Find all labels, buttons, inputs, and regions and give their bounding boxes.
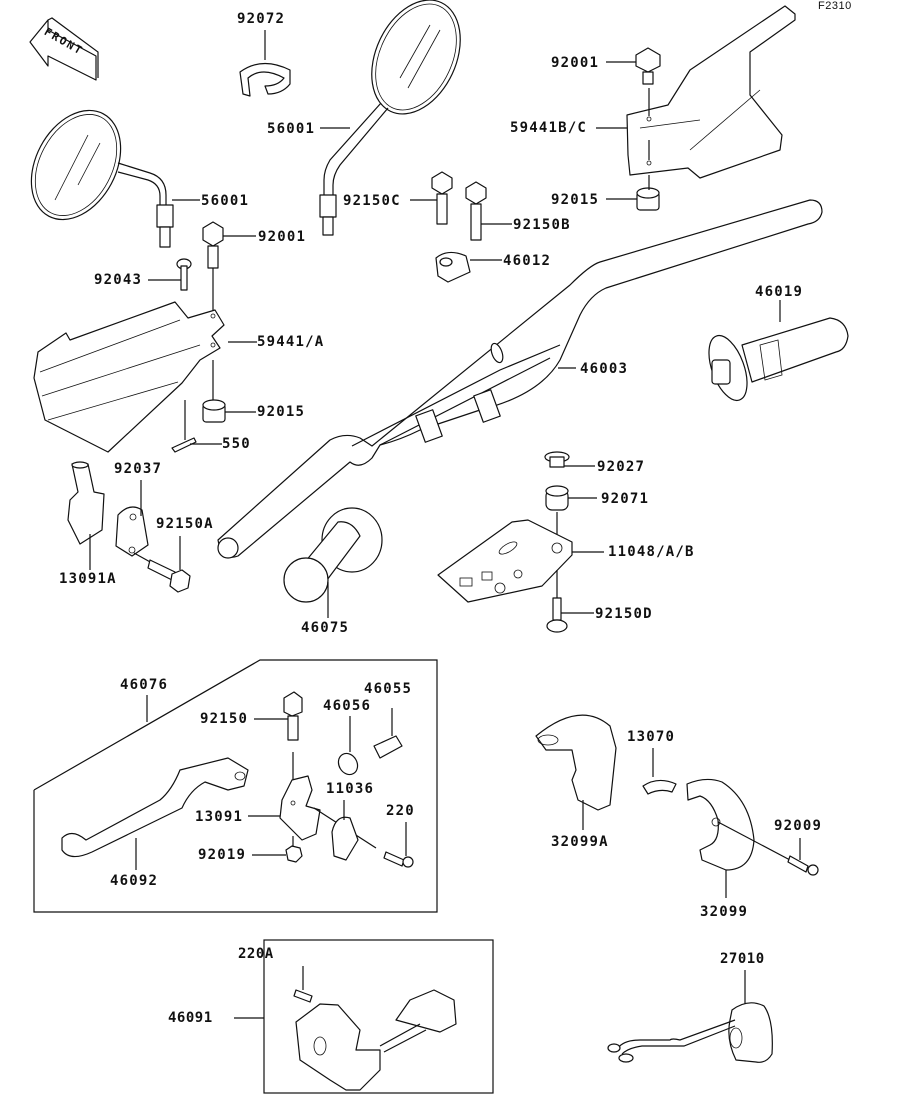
label-46056: 46056 xyxy=(323,698,372,714)
label-11048: 11048/A/B xyxy=(608,544,695,560)
label-56001-right: 56001 xyxy=(267,121,316,137)
part-11048-bracket xyxy=(437,519,604,603)
label-92001-left: 92001 xyxy=(258,229,307,245)
label-11036: 11036 xyxy=(326,781,375,797)
label-46091: 46091 xyxy=(168,1010,213,1026)
label-46003: 46003 xyxy=(580,361,629,377)
part-46055-adjuster-bolt xyxy=(373,708,403,759)
part-59441bc-handguard xyxy=(596,5,796,179)
part-46075-grip xyxy=(283,507,383,618)
label-13091: 13091 xyxy=(195,809,244,825)
part-56001-left-mirror xyxy=(30,109,200,248)
label-92150b: 92150B xyxy=(513,217,571,233)
part-46003-handlebar xyxy=(217,199,823,559)
front-arrow-icon xyxy=(29,17,99,81)
label-92015-left: 92015 xyxy=(257,404,306,420)
part-220a-screw xyxy=(293,966,313,1003)
label-220a: 220A xyxy=(238,946,274,962)
part-92043-pin xyxy=(148,258,192,291)
part-550-cotter-pin xyxy=(171,437,222,453)
label-92150d: 92150D xyxy=(595,606,653,622)
part-92001-left-bolt xyxy=(202,221,256,320)
label-27010: 27010 xyxy=(720,951,765,967)
part-32099a-switch-housing xyxy=(535,714,617,830)
label-46092: 46092 xyxy=(110,873,159,889)
label-550: 550 xyxy=(222,436,251,452)
part-92150a-bolt xyxy=(147,536,191,593)
part-92015-top-nut xyxy=(606,175,660,211)
label-92001-top: 92001 xyxy=(551,55,600,71)
label-46075: 46075 xyxy=(301,620,350,636)
part-46076-lever-assembly-box xyxy=(33,659,438,913)
part-46092-lever xyxy=(61,757,249,870)
label-13070: 13070 xyxy=(627,729,676,745)
part-46012-clamp xyxy=(435,251,502,283)
label-92009: 92009 xyxy=(774,818,823,834)
label-59441a: 59441/A xyxy=(257,334,325,350)
label-59441bc: 59441B/C xyxy=(510,120,588,136)
part-220-screw xyxy=(383,822,414,868)
label-92037: 92037 xyxy=(114,461,163,477)
label-46019: 46019 xyxy=(755,284,804,300)
label-46055: 46055 xyxy=(364,681,413,697)
part-92150-bolt xyxy=(254,691,303,800)
part-13091a-holder xyxy=(67,461,105,570)
part-27010-switch xyxy=(607,970,773,1063)
part-46056-adjuster-nut xyxy=(337,716,359,776)
label-92150: 92150 xyxy=(200,711,249,727)
label-92019: 92019 xyxy=(198,847,247,863)
part-92150c-bolt xyxy=(410,171,453,225)
figure-code: F2310 xyxy=(818,0,852,12)
part-32099-switch-housing xyxy=(686,778,791,898)
part-46019-throttle-grip xyxy=(708,300,849,402)
label-92043: 92043 xyxy=(94,272,143,288)
part-92001-top-bolt xyxy=(606,47,661,85)
label-92071: 92071 xyxy=(601,491,650,507)
part-92037-clamp xyxy=(115,480,153,564)
part-92027-collar xyxy=(544,451,595,468)
label-92150c: 92150C xyxy=(343,193,401,209)
part-56001-right-mirror xyxy=(319,0,461,236)
label-13091a: 13091A xyxy=(59,571,117,587)
part-59441a-handguard xyxy=(33,301,257,453)
part-46091-switch-box xyxy=(234,939,494,1094)
part-92150d-bolt xyxy=(546,570,594,633)
label-56001-left: 56001 xyxy=(201,193,250,209)
label-220: 220 xyxy=(386,803,415,819)
label-32099a: 32099A xyxy=(551,834,609,850)
part-92015-left-nut xyxy=(202,399,256,423)
label-92072: 92072 xyxy=(237,11,286,27)
part-92150b-bolt xyxy=(465,181,512,241)
part-92019-nut xyxy=(252,836,303,863)
label-92027: 92027 xyxy=(597,459,646,475)
label-92015-top: 92015 xyxy=(551,192,600,208)
label-92150a: 92150A xyxy=(156,516,214,532)
label-46076: 46076 xyxy=(120,677,169,693)
part-92072-clip xyxy=(239,30,291,97)
label-32099: 32099 xyxy=(700,904,749,920)
part-11036-bracket xyxy=(331,800,359,861)
part-92009-screw xyxy=(787,838,819,876)
label-46012: 46012 xyxy=(503,253,552,269)
part-13070-insert xyxy=(642,748,677,795)
